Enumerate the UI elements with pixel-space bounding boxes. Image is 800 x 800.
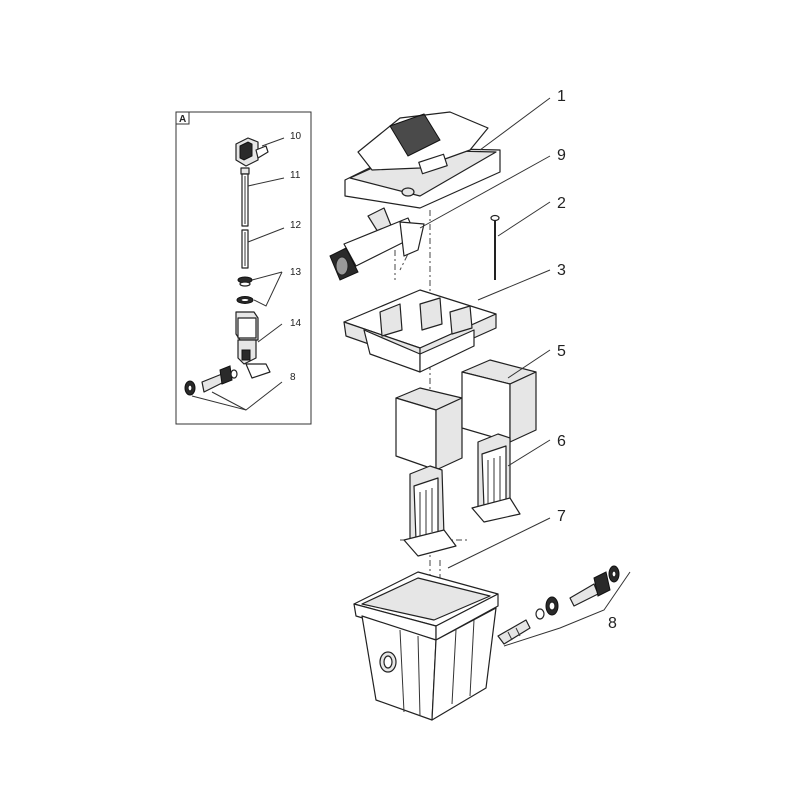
leader-12 (247, 227, 285, 243)
callout-9: 9 (557, 147, 566, 164)
callout-10: 10 (290, 131, 302, 142)
callout-1: 1 (557, 88, 566, 105)
callout-7: 7 (557, 508, 566, 525)
leader-5 (507, 349, 551, 379)
part-2-pin (490, 214, 500, 280)
leader-9 (419, 155, 551, 229)
detail-box-frame (175, 111, 312, 425)
callout-11: 11 (290, 170, 301, 181)
part-9-uv-tube (329, 207, 425, 281)
callout-5: 5 (557, 343, 566, 360)
part-6-holder-left (403, 465, 457, 557)
part-7-container (353, 571, 499, 721)
callout-3: 3 (557, 262, 566, 279)
part-13-seals (236, 276, 254, 304)
leader-7 (447, 517, 551, 569)
leader-6 (507, 439, 551, 467)
callout-2: 2 (557, 195, 566, 212)
part-8-adapters-main (497, 565, 620, 645)
part-11-tube (240, 167, 250, 227)
leader-2 (497, 201, 551, 237)
detail-box-label-frame (175, 111, 190, 125)
part-12-tube (241, 229, 249, 269)
part-10-head (235, 137, 269, 167)
leader-1 (479, 97, 551, 151)
part-1-lid (344, 111, 501, 209)
leader-13b (253, 271, 283, 307)
callout-6: 6 (557, 433, 566, 450)
part-14-holder (235, 311, 271, 379)
leader-3 (477, 269, 551, 301)
callout-12: 12 (290, 220, 302, 231)
part-6-holder-right (471, 433, 521, 523)
leader-13a (251, 271, 283, 281)
leader-8-main (503, 571, 631, 647)
part-8-adapters-detail (184, 365, 238, 396)
leader-8b (211, 391, 247, 411)
callout-14: 14 (290, 318, 302, 329)
detail-box-a: A 10 11 12 (175, 111, 312, 425)
callout-8-detail: 8 (290, 372, 296, 383)
callout-13: 13 (290, 267, 302, 278)
part-5-foam-left (395, 387, 463, 471)
callout-8: 8 (608, 615, 617, 632)
detail-box-label: A (179, 114, 186, 125)
leader-11 (247, 177, 285, 187)
leader-14 (257, 323, 283, 343)
part-3-tray (343, 289, 497, 373)
leader-10 (261, 137, 285, 147)
part-5-foam-right (461, 359, 537, 443)
